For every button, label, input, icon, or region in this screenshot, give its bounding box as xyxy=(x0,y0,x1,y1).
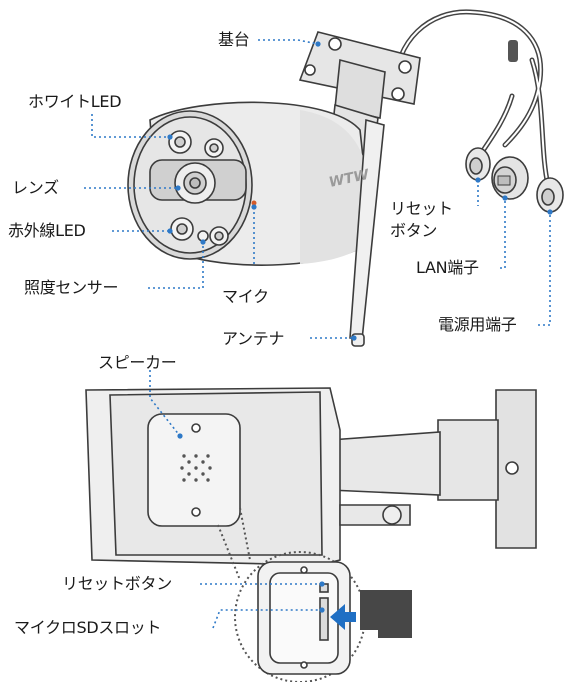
top-camera xyxy=(127,9,564,347)
label-reset: リセット ボタン xyxy=(390,199,453,240)
mic-hole xyxy=(251,200,257,206)
leader-power xyxy=(538,212,551,326)
mount-base xyxy=(298,31,421,119)
label-white-led: ホワイトLED xyxy=(28,92,122,111)
label-antenna: アンテナ xyxy=(222,329,285,348)
leader-white-led xyxy=(91,114,170,138)
label-light-sensor: 照度センサー xyxy=(24,278,119,297)
bottom-camera xyxy=(85,387,537,566)
leader-base xyxy=(258,39,319,45)
label-reset-button: リセットボタン xyxy=(62,574,172,593)
cable-splitter xyxy=(508,40,518,62)
label-lan-port: LAN端子 xyxy=(416,258,479,277)
label-microsd-slot: マイクロSDスロット xyxy=(14,618,162,637)
magnified-slot xyxy=(257,561,351,675)
label-base: 基台 xyxy=(218,30,250,49)
label-lens: レンズ xyxy=(12,178,59,197)
microsd-slot-opening xyxy=(319,597,329,641)
speaker-panel xyxy=(147,413,241,527)
power-connector xyxy=(536,177,564,213)
magnifier-guide-1 xyxy=(239,507,251,561)
label-mic: マイク xyxy=(222,287,269,306)
lan-connector xyxy=(491,156,529,200)
leader-light-sensor xyxy=(148,242,204,289)
label-power-port: 電源用端子 xyxy=(438,315,517,334)
leader-microsd xyxy=(212,609,322,629)
label-speaker: スピーカー xyxy=(98,353,177,372)
speaker-holes xyxy=(180,454,212,482)
label-ir-led: 赤外線LED xyxy=(8,221,86,240)
leader-lan xyxy=(500,198,506,269)
leader-speaker xyxy=(149,370,181,437)
microsd-card xyxy=(360,590,412,638)
insert-arrow xyxy=(330,604,356,630)
reset-connector xyxy=(465,147,491,181)
